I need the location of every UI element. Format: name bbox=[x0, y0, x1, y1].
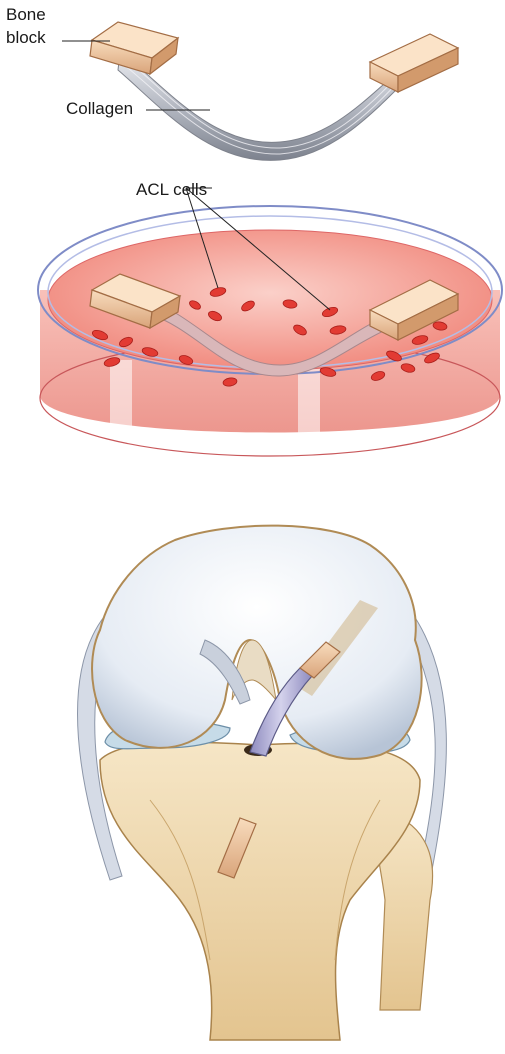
bone-block-right bbox=[370, 34, 458, 92]
knee-illustration bbox=[78, 526, 447, 1040]
collagen-band bbox=[118, 52, 402, 160]
scaffold-illustration bbox=[62, 22, 458, 160]
dish-glare-2 bbox=[298, 364, 320, 440]
label-bone-block-line2: block bbox=[6, 28, 46, 47]
label-collagen: Collagen bbox=[66, 99, 133, 118]
label-bone-block-line1: Bone bbox=[6, 5, 46, 24]
tibia bbox=[100, 742, 420, 1040]
dish-glare-1 bbox=[110, 360, 132, 436]
culture-dish-illustration bbox=[38, 188, 502, 456]
label-acl-cells: ACL cells bbox=[136, 180, 207, 199]
bone-block-left bbox=[90, 22, 178, 74]
